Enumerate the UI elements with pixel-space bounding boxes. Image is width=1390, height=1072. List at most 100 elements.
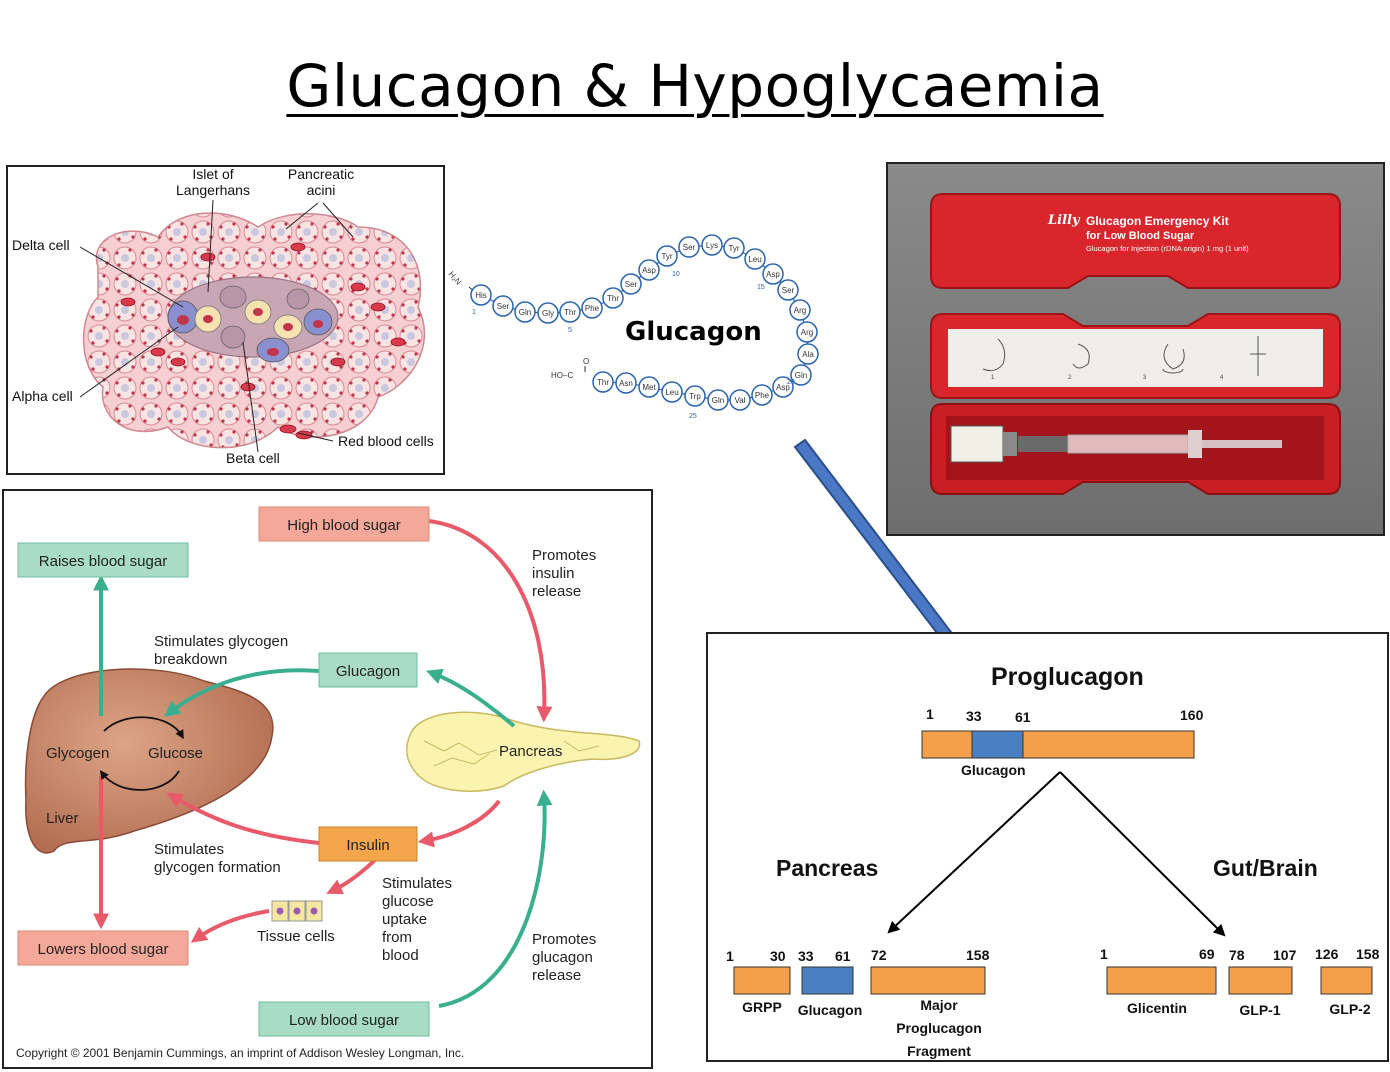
residue-label: Ala — [802, 350, 814, 359]
promotes-insulin-3: release — [532, 583, 581, 600]
glucagon-frag-bar — [801, 966, 854, 995]
residue-label: Asn — [619, 379, 633, 388]
residue-label: Ser — [782, 286, 795, 295]
acini-label-1: Pancreatic — [288, 167, 354, 182]
promotes-glucagon-2: glucagon — [532, 949, 593, 966]
residue-label: Asp — [642, 266, 656, 275]
residue-circle — [790, 364, 812, 386]
glp1-bar — [1228, 966, 1293, 995]
pancreas-heading: Pancreas — [776, 855, 878, 881]
page-title: Glucagon & Hypoglycaemia — [286, 52, 1104, 120]
promotes-glucagon-1: Promotes — [532, 931, 596, 948]
top-num-61: 61 — [1015, 709, 1031, 725]
residue-circle — [602, 287, 624, 309]
glicentin-num-1: 1 — [1100, 946, 1108, 962]
kit-line3: Glucagon for Injection (rDNA origin) 1 m… — [1086, 244, 1249, 253]
stim-uptake-5: blood — [382, 947, 419, 964]
pancreas-shape — [405, 711, 641, 792]
top-glucagon-label: Glucagon — [961, 762, 1026, 778]
arrow-glucagon-to-liver — [163, 668, 320, 717]
residue-circle — [751, 384, 773, 406]
residue-label: Tyr — [728, 244, 739, 253]
num-10: 10 — [672, 271, 680, 278]
residue-label: Met — [642, 383, 656, 392]
residue-circle — [638, 376, 660, 398]
residue-circle — [559, 301, 581, 323]
insulin-box — [318, 826, 418, 862]
kit-syringe — [1067, 434, 1189, 454]
residue-circle — [762, 263, 784, 285]
residue-label: Gln — [795, 371, 807, 380]
beta-cell-label: Beta cell — [226, 450, 280, 466]
residue-circle — [537, 302, 559, 324]
grpp-num-30: 30 — [770, 948, 786, 964]
num-1: 1 — [472, 309, 476, 316]
residue-circle — [796, 321, 818, 343]
glicentin-bar — [1106, 966, 1217, 995]
residue-label: Asp — [776, 383, 790, 392]
mpgf-num-72: 72 — [871, 947, 887, 963]
kit-step-2: 2 — [1068, 375, 1072, 381]
kit-vial — [950, 425, 1004, 463]
glucose-to-glycogen-arrow — [99, 770, 180, 791]
glucagon-box — [318, 652, 418, 688]
n-terminus: H₂N — [447, 270, 463, 287]
residue-label: Phe — [585, 304, 600, 313]
c-terminus: HO–C — [551, 371, 573, 380]
islet-cells — [167, 285, 333, 363]
stim-formation-1: Stimulates — [154, 841, 224, 858]
stim-uptake-3: uptake — [382, 911, 427, 928]
high-blood-sugar-label: High blood sugar — [287, 517, 400, 534]
arrow-high-to-pancreas — [428, 519, 553, 723]
copyright: Copyright © 2001 Benjamin Cummings, an i… — [16, 1046, 464, 1060]
residue-circle — [514, 301, 536, 323]
glicentin-label: Glicentin — [1127, 1000, 1187, 1016]
mpgf-label-2: Proglucagon — [896, 1020, 982, 1036]
kit-line2: for Low Blood Sugar — [1086, 230, 1195, 242]
blood-sugar-cycle-panel: High blood sugar Raises blood sugar Gluc… — [2, 489, 653, 1069]
glp2-num-158: 158 — [1356, 946, 1380, 962]
residue-circle — [789, 299, 811, 321]
residue-label: Arg — [801, 328, 813, 337]
residue-label: Gln — [519, 308, 531, 317]
lowers-blood-sugar-label: Lowers blood sugar — [38, 941, 169, 958]
islet-diagram: Islet of Langerhans Pancreatic acini Del… — [12, 166, 434, 466]
residue-label: Arg — [794, 306, 806, 315]
arrow-insulin-to-liver — [166, 792, 320, 845]
proglucagon-bar — [921, 730, 1195, 759]
kit-brand: Lilly — [1047, 213, 1081, 228]
residue-label: Leu — [665, 388, 678, 397]
residue-label: Ser — [683, 243, 696, 252]
residue-circle — [492, 295, 514, 317]
mpgf-label-1: Major — [920, 997, 958, 1013]
proglucagon-panel: Proglucagon 1 33 61 160 Glucagon Pancrea… — [706, 632, 1389, 1062]
acini-label-2: acini — [307, 182, 336, 198]
glp2-num-126: 126 — [1315, 946, 1339, 962]
glucagon-frag-num-61: 61 — [835, 948, 851, 964]
residue-circle — [656, 245, 678, 267]
insulin-box-label: Insulin — [346, 837, 389, 854]
top-num-1: 1 — [926, 706, 934, 722]
stim-formation-2: glycogen formation — [154, 859, 281, 876]
red-blood-cells — [120, 242, 406, 440]
mpgf-num-158: 158 — [966, 947, 990, 963]
top-num-33: 33 — [966, 708, 982, 724]
leader-lines — [79, 199, 354, 453]
residue-label: Lys — [706, 241, 718, 250]
residue-label: Thr — [607, 294, 619, 303]
stim-uptake-1: Stimulates — [382, 875, 452, 892]
arrow-to-pancreas — [887, 771, 1061, 934]
residue-circle — [723, 237, 745, 259]
num-15: 15 — [757, 284, 765, 291]
residue-circle — [638, 259, 660, 281]
glucose-label: Glucose — [148, 745, 203, 762]
glucagon-kit-photo: Lilly Glucagon Emergency Kit for Low Blo… — [886, 162, 1385, 536]
alpha-cell-label: Alpha cell — [12, 388, 73, 404]
promotes-glucagon-3: release — [532, 967, 581, 984]
glp1-num-107: 107 — [1273, 947, 1297, 963]
stim-breakdown-2: breakdown — [154, 651, 227, 668]
residue-circle — [678, 236, 700, 258]
glycogen-to-glucose-arrow — [103, 716, 184, 740]
promotes-insulin-2: insulin — [532, 565, 575, 582]
residue-label: Val — [735, 396, 746, 405]
